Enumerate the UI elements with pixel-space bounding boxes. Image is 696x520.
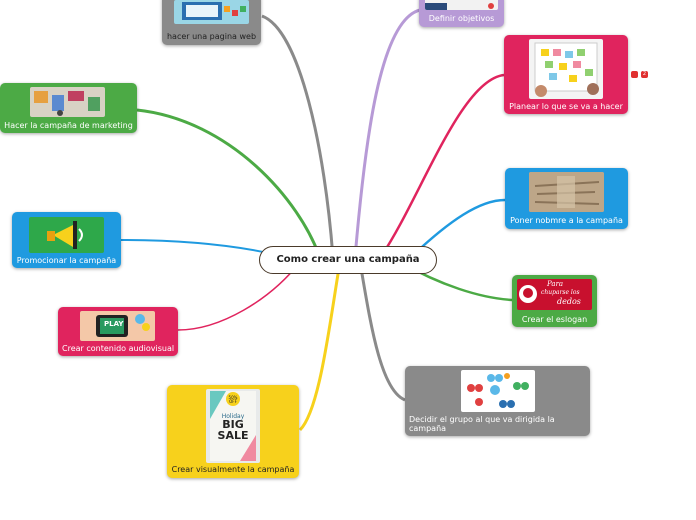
topic-contenido-audiovisual[interactable]: PLAY Crear contenido audiovisual [58,307,178,356]
sale-holiday-text: Holiday [221,413,245,420]
audience-group-image [461,370,535,412]
play-text: PLAY [104,320,124,328]
link-web [261,14,335,259]
topic-campana-marketing[interactable]: Hacer la campaña de marketing [0,83,137,133]
link-planear [378,73,505,259]
topic-label: Promocionar la campaña [16,256,117,265]
name-image [529,172,604,212]
topic-crear-eslogan[interactable]: Para chuparse los dedos Crear el eslogan [512,275,597,327]
sale-badge-text: 50% OFF [228,395,238,404]
flag-icon [631,71,638,78]
megaphone-image [29,217,104,253]
topic-label: Crear contenido audiovisual [62,344,175,353]
topic-crear-visualmente[interactable]: 50% OFF Holiday BIG SALE Crear visualmen… [167,385,299,478]
objectives-image [425,0,498,10]
topic-definir-objetivos[interactable]: Definir objetivos [419,0,504,27]
topic-decidir-grupo[interactable]: Decidir el grupo al que va dirigida la c… [405,366,590,436]
kfc-text-3: dedos [557,297,581,306]
topic-label: Poner nobmre a la campaña [510,216,623,225]
topic-planear[interactable]: Planear lo que se va a hacer [504,35,628,114]
planning-board-image [529,39,603,99]
link-audiovisual [177,261,301,331]
topic-poner-nombre[interactable]: Poner nobmre a la campaña [505,168,628,229]
kfc-slogan-image: Para chuparse los dedos [517,279,592,310]
topic-label: Planear lo que se va a hacer [509,102,623,111]
central-topic[interactable]: Como crear una campaña [259,246,437,274]
big-sale-poster-image: 50% OFF Holiday BIG SALE [206,389,260,463]
topic-hacer-pagina-web[interactable]: hacer una pagina web [162,0,261,45]
sale-sale-text: SALE [217,429,249,442]
topic-label: Hacer la campaña de marketing [4,121,133,130]
link-grupo [358,261,406,402]
topic-label: Decidir el grupo al que va dirigida la c… [409,415,555,433]
link-visual [298,261,342,432]
count-badge: 2 [641,71,648,78]
topic-label: Crear el eslogan [521,315,588,324]
link-objetivos [353,8,421,259]
web-design-image [174,0,249,24]
kfc-text-2: chuparse los [541,289,580,296]
topic-label: Crear visualmente la campaña [171,465,295,474]
link-marketing [136,108,322,259]
topic-promocionar[interactable]: Promocionar la campaña [12,212,121,268]
sale-big-text: BIG [222,418,244,431]
topic-label: hacer una pagina web [166,32,257,41]
marketing-image [30,87,105,117]
video-content-image: PLAY [80,311,155,341]
topic-label: Definir objetivos [428,14,495,23]
kfc-text-1: Para [547,280,564,288]
